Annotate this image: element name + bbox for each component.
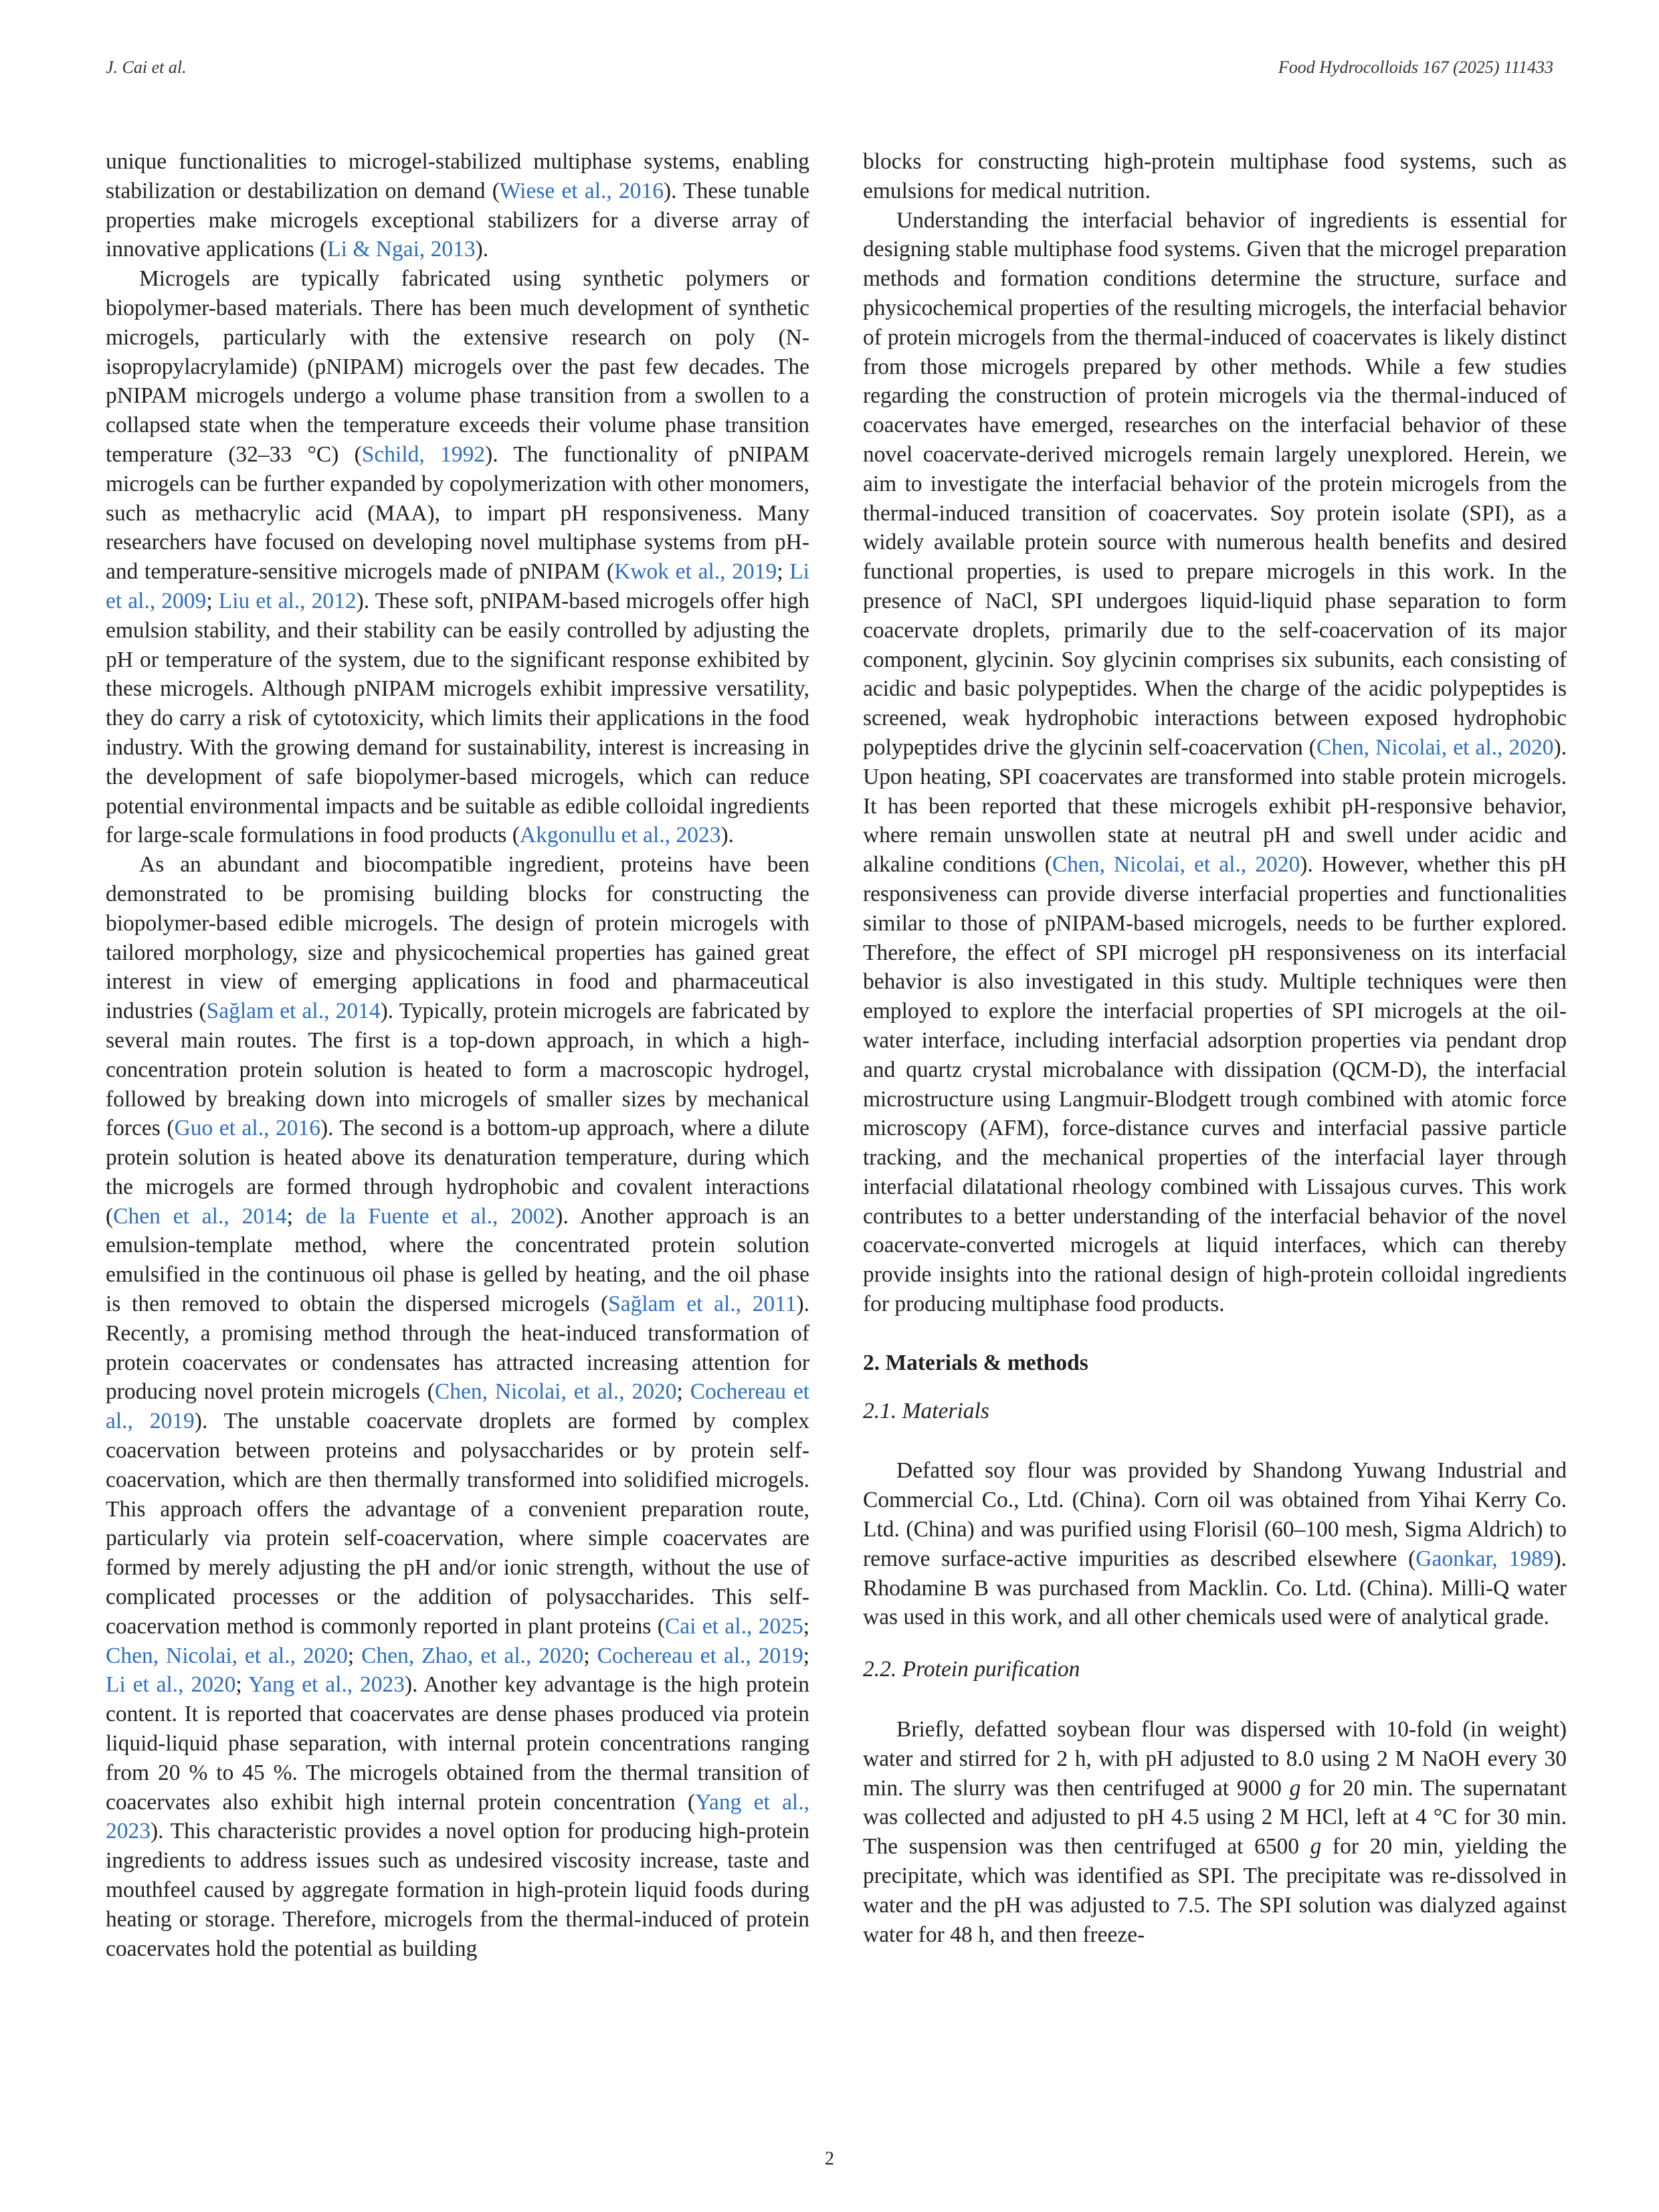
subsection-title: 2.1. Materials: [863, 1398, 989, 1423]
citation-link[interactable]: Chen, Nicolai, et al., 2020: [1052, 852, 1300, 878]
italic-symbol: g: [1310, 1834, 1322, 1859]
citation-link[interactable]: Li et al., 2009: [106, 559, 809, 613]
citation-link[interactable]: Chen, Nicolai, et al., 2020: [1316, 734, 1554, 760]
text-run: blocks for constructing high-protein mul…: [863, 149, 1567, 203]
text-run: for 20 min. The supernatant was collecte…: [863, 1775, 1567, 1859]
citation-link[interactable]: Cai et al., 2025: [664, 1613, 803, 1639]
citation-link[interactable]: Sağlam et al., 2011: [608, 1292, 797, 1317]
paragraph: As an abundant and biocompatible ingredi…: [106, 850, 809, 1963]
text-run: ;: [206, 588, 219, 613]
paragraph: blocks for constructing high-protein mul…: [863, 147, 1567, 206]
text-run: ). Typically, protein microgels are fabr…: [106, 999, 809, 1141]
text-run: ). These soft, pNIPAM-based microgels of…: [106, 588, 810, 848]
paragraph: Microgels are typically fabricated using…: [106, 264, 809, 850]
text-run: ;: [803, 1613, 810, 1639]
text-run: ;: [777, 559, 790, 585]
paragraph: Defatted soy flour was provided by Shand…: [863, 1456, 1567, 1632]
text-run: ). Rhodamine B was purchased from Mackli…: [863, 1546, 1567, 1630]
paragraph: unique functionalities to microgel-stabi…: [106, 147, 809, 264]
citation-link[interactable]: Yang et al., 2023: [106, 1789, 809, 1844]
paragraph: Understanding the interfacial behavior o…: [863, 206, 1567, 1319]
paragraph: Briefly, defatted soybean flour was disp…: [863, 1715, 1567, 1949]
citation-link[interactable]: Akgonullu et al., 2023: [519, 823, 721, 848]
text-run: Microgels are typically fabricated using…: [106, 266, 809, 467]
citation-link[interactable]: Liu et al., 2012: [218, 588, 357, 613]
citation-link[interactable]: Kwok et al., 2019: [614, 559, 777, 585]
text-run: ;: [583, 1643, 597, 1668]
italic-symbol: g: [1289, 1775, 1301, 1801]
text-run: ). This characteristic provides a novel …: [106, 1819, 809, 1961]
text-run: ). Recently, a promising method through …: [106, 1292, 809, 1405]
text-run: for 20 min, yielding the precipitate, wh…: [863, 1834, 1567, 1947]
citation-link[interactable]: Sağlam et al., 2014: [206, 999, 381, 1024]
citation-link[interactable]: Cochereau et al., 2019: [106, 1379, 810, 1434]
text-run: Defatted soy flour was provided by Shand…: [863, 1458, 1567, 1571]
text-run: ).: [475, 237, 489, 262]
section-title: 2. Materials & methods: [863, 1350, 1088, 1375]
text-run: ). These tunable properties make microge…: [106, 178, 809, 262]
citation-link[interactable]: de la Fuente et al., 2002: [305, 1203, 556, 1229]
citation-link[interactable]: Li et al., 2020: [106, 1672, 236, 1698]
citation-link[interactable]: Cochereau et al., 2019: [597, 1643, 803, 1668]
text-run: ). However, whether this pH responsivene…: [863, 852, 1567, 1317]
citation-link[interactable]: Chen, Zhao, et al., 2020: [361, 1643, 584, 1668]
citation-link[interactable]: Li & Ngai, 2013: [327, 237, 476, 262]
citation-link[interactable]: Guo et al., 2016: [174, 1116, 321, 1141]
text-run: ). Upon heating, SPI coacervates are tra…: [863, 734, 1567, 878]
text-run: ;: [803, 1643, 810, 1668]
citation-link[interactable]: Gaonkar, 1989: [1416, 1546, 1554, 1571]
text-run: Briefly, defatted soybean flour was disp…: [863, 1717, 1567, 1801]
citation-link[interactable]: Chen et al., 2014: [113, 1203, 287, 1229]
page-number: 2: [825, 2148, 834, 2169]
right-column: blocks for constructing high-protein mul…: [863, 147, 1567, 1949]
text-run: ). The second is a bottom-up approach, w…: [106, 1116, 809, 1229]
subsection-title: 2.2. Protein purification: [863, 1657, 1080, 1682]
citation-link[interactable]: Chen, Nicolai, et al., 2020: [434, 1379, 677, 1405]
text-run: ;: [347, 1643, 362, 1668]
text-run: As an abundant and biocompatible ingredi…: [106, 852, 809, 1024]
text-run: ). The unstable coacervate droplets are …: [106, 1409, 809, 1639]
header-authors: J. Cai et al.: [106, 58, 187, 77]
citation-link[interactable]: Wiese et al., 2016: [499, 178, 664, 203]
text-run: ).: [720, 823, 735, 848]
text-run: unique functionalities to microgel-stabi…: [106, 149, 809, 203]
citation-link[interactable]: Chen, Nicolai, et al., 2020: [106, 1643, 348, 1668]
text-run: ). Another key advantage is the high pro…: [106, 1672, 810, 1815]
left-column: unique functionalities to microgel-stabi…: [106, 147, 809, 1963]
text-run: ;: [286, 1203, 306, 1229]
citation-link[interactable]: Yang et al., 2023: [248, 1672, 405, 1698]
text-run: ;: [676, 1379, 690, 1405]
text-run: ;: [235, 1672, 249, 1698]
text-run: ). The functionality of pNIPAM microgels…: [106, 441, 809, 585]
citation-link[interactable]: Schild, 1992: [361, 441, 486, 467]
header-journal: Food Hydrocolloids 167 (2025) 111433: [1278, 58, 1553, 77]
text-run: Understanding the interfacial behavior o…: [863, 207, 1567, 760]
text-run: ). Another approach is an emulsion-templ…: [106, 1203, 809, 1317]
